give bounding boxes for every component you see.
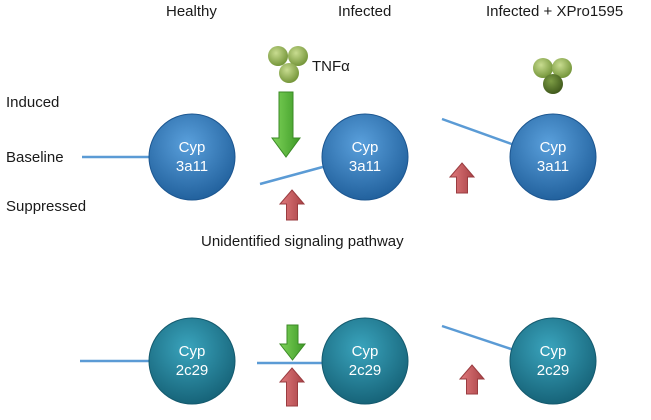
up-arrow-icon-pathway-3a11-xpro (448, 162, 476, 194)
row-label-induced: Induced (6, 94, 60, 111)
up-arrow-icon-pathway-2c29-xpro (458, 364, 486, 395)
node-cyp2c29-xpro: Cyp 2c29 (509, 317, 597, 405)
tnf-alpha-neutralized-icon (533, 58, 572, 94)
induced-line-2c29-xpro (441, 324, 521, 354)
tnf-alpha-label: TNFα (312, 58, 350, 75)
node-label-line1: Cyp (540, 343, 567, 360)
node-label-line2: 3a11 (349, 158, 381, 175)
up-arrow-icon-pathway-3a11-infected (278, 189, 306, 221)
node-cyp2c29-healthy: Cyp 2c29 (148, 317, 236, 405)
node-label-line1: Cyp (179, 343, 206, 360)
node-label-line1: Cyp (179, 139, 206, 156)
tnf-alpha-molecule-icon (268, 46, 308, 83)
column-heading-healthy: Healthy (166, 3, 217, 20)
node-cyp3a11-healthy: Cyp 3a11 (148, 113, 236, 201)
down-arrow-icon-tnf-2c29 (278, 324, 307, 361)
node-label-line2: 3a11 (537, 158, 569, 175)
column-heading-infected-xpro: Infected + XPro1595 (486, 3, 624, 20)
row-label-baseline: Baseline (6, 149, 64, 166)
node-label-line2: 2c29 (176, 362, 209, 379)
node-label-line2: 2c29 (537, 362, 570, 379)
node-label-line1: Cyp (540, 139, 567, 156)
suppressed-line-3a11-infected (259, 163, 331, 186)
column-heading-infected: Infected (338, 3, 392, 20)
down-arrow-icon-tnf-3a11 (271, 91, 301, 158)
up-arrow-icon-pathway-2c29-infected (278, 367, 306, 407)
node-label-line2: 3a11 (176, 158, 208, 175)
node-cyp2c29-infected: Cyp 2c29 (321, 317, 409, 405)
pathway-caption: Unidentified signaling pathway (201, 233, 404, 250)
row-label-suppressed: Suppressed (6, 198, 87, 215)
node-label-line1: Cyp (352, 139, 379, 156)
node-label-line1: Cyp (352, 343, 379, 360)
induced-line-3a11-xpro (441, 117, 521, 149)
node-label-line2: 2c29 (349, 362, 382, 379)
node-cyp3a11-xpro: Cyp 3a11 (509, 113, 597, 201)
node-cyp3a11-infected: Cyp 3a11 (321, 113, 409, 201)
